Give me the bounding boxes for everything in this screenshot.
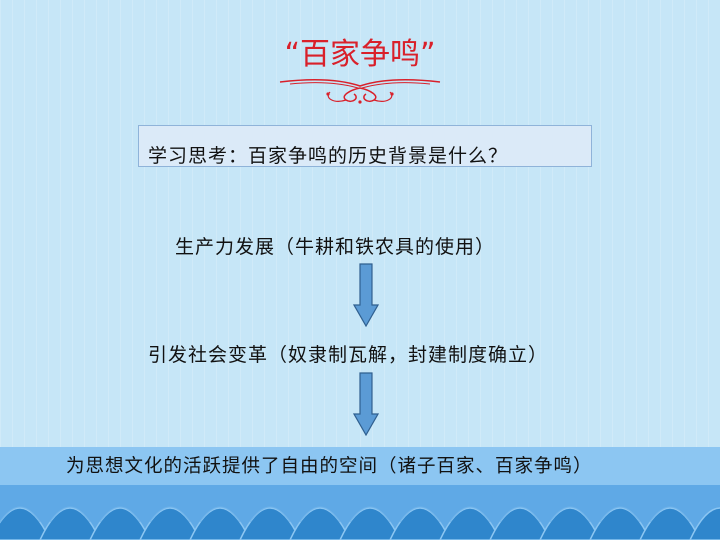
- question-text: 学习思考：百家争鸣的历史背景是什么？: [148, 145, 509, 167]
- down-arrow-icon: [353, 263, 379, 327]
- scallop-decoration: [0, 506, 720, 540]
- question-box: [138, 125, 592, 167]
- slide-title: “百家争鸣”: [284, 37, 436, 72]
- flourish-ornament-icon: [279, 79, 441, 104]
- step-social-change: 引发社会变革（奴隶制瓦解，封建制度确立）: [148, 344, 549, 366]
- bottom-band-highlight: [0, 447, 720, 485]
- step-productivity: 生产力发展（牛耕和铁农具的使用）: [175, 236, 496, 258]
- conclusion-text: 为思想文化的活跃提供了自由的空间（诸子百家、百家争鸣）: [66, 456, 593, 477]
- down-arrow-icon: [353, 372, 379, 436]
